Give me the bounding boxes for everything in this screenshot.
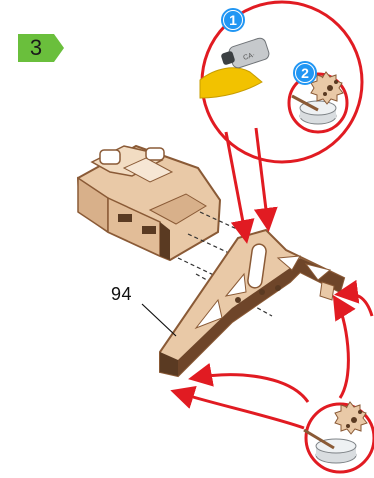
- arrow-to-tab: [340, 294, 372, 316]
- part-number-label: 94: [111, 284, 132, 305]
- wooden-base-assembly: [78, 146, 220, 260]
- arrow-to-edge-2: [176, 392, 304, 428]
- arrow-to-edge-1: [194, 375, 308, 402]
- callout-glue-brush-bottom: [304, 402, 374, 472]
- part-leader-line: [142, 304, 176, 336]
- callout-badge-2: 2: [294, 62, 316, 84]
- arrow-to-tab-2: [336, 300, 348, 398]
- callout-number-2: 2: [301, 65, 309, 81]
- wooden-part-94: [160, 230, 344, 376]
- callout-number-1: 1: [229, 12, 237, 28]
- callout-badge-1: 1: [222, 9, 244, 31]
- callout-glue-steps: CA· 1 2: [200, 2, 362, 162]
